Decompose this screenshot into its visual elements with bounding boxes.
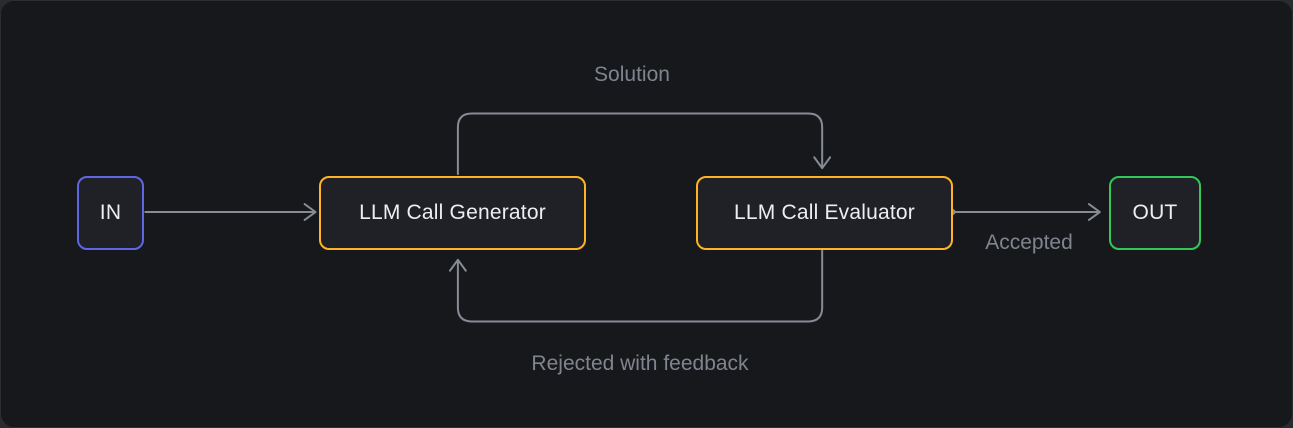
edge-accepted: [949, 203, 1101, 221]
node-out: OUT: [1109, 176, 1201, 250]
edge-in-to-generator: [144, 203, 317, 221]
node-in: IN: [77, 176, 144, 250]
node-llm-call-evaluator-label: LLM Call Evaluator: [733, 201, 915, 224]
edge-label-rejected: Rejected with feedback: [531, 352, 749, 375]
edge-label-solution: Solution: [594, 63, 670, 86]
node-llm-call-generator: LLM Call Generator: [319, 176, 586, 250]
node-llm-call-evaluator: LLM Call Evaluator: [696, 176, 953, 250]
node-out-label: OUT: [1132, 201, 1178, 224]
edge-solution-loop: [456, 112, 832, 176]
node-llm-call-generator-label: LLM Call Generator: [359, 201, 546, 224]
edge-rejected-loop: [448, 248, 824, 323]
node-in-label: IN: [99, 201, 122, 224]
edge-label-accepted: Accepted: [985, 231, 1073, 254]
